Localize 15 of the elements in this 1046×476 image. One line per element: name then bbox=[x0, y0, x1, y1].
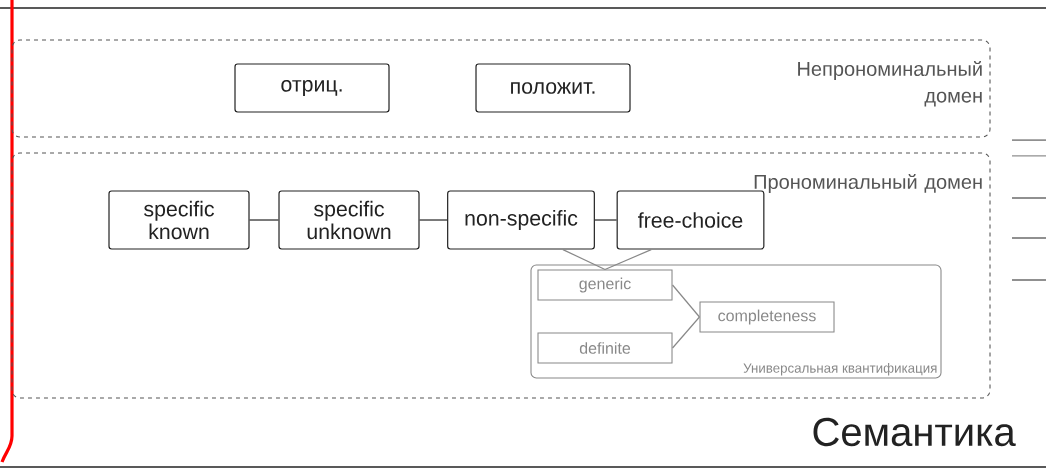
connector-line bbox=[671, 316, 701, 349]
connector-line bbox=[419, 219, 448, 221]
connector-line bbox=[594, 219, 618, 221]
connector-line bbox=[249, 219, 279, 221]
connector-line bbox=[671, 284, 701, 318]
term-box: specific unknown bbox=[278, 190, 420, 250]
diagram-title: Семантика bbox=[813, 417, 1016, 447]
term-box: отриц. bbox=[234, 63, 390, 113]
term-box: положит. bbox=[475, 63, 631, 113]
term-box: free-choice bbox=[616, 190, 765, 250]
term-box: specific known bbox=[108, 190, 250, 250]
term-box: completeness bbox=[699, 301, 835, 333]
term-box: generic bbox=[537, 269, 673, 301]
term-box: definite bbox=[537, 332, 673, 364]
term-box: non-specific bbox=[447, 190, 595, 250]
